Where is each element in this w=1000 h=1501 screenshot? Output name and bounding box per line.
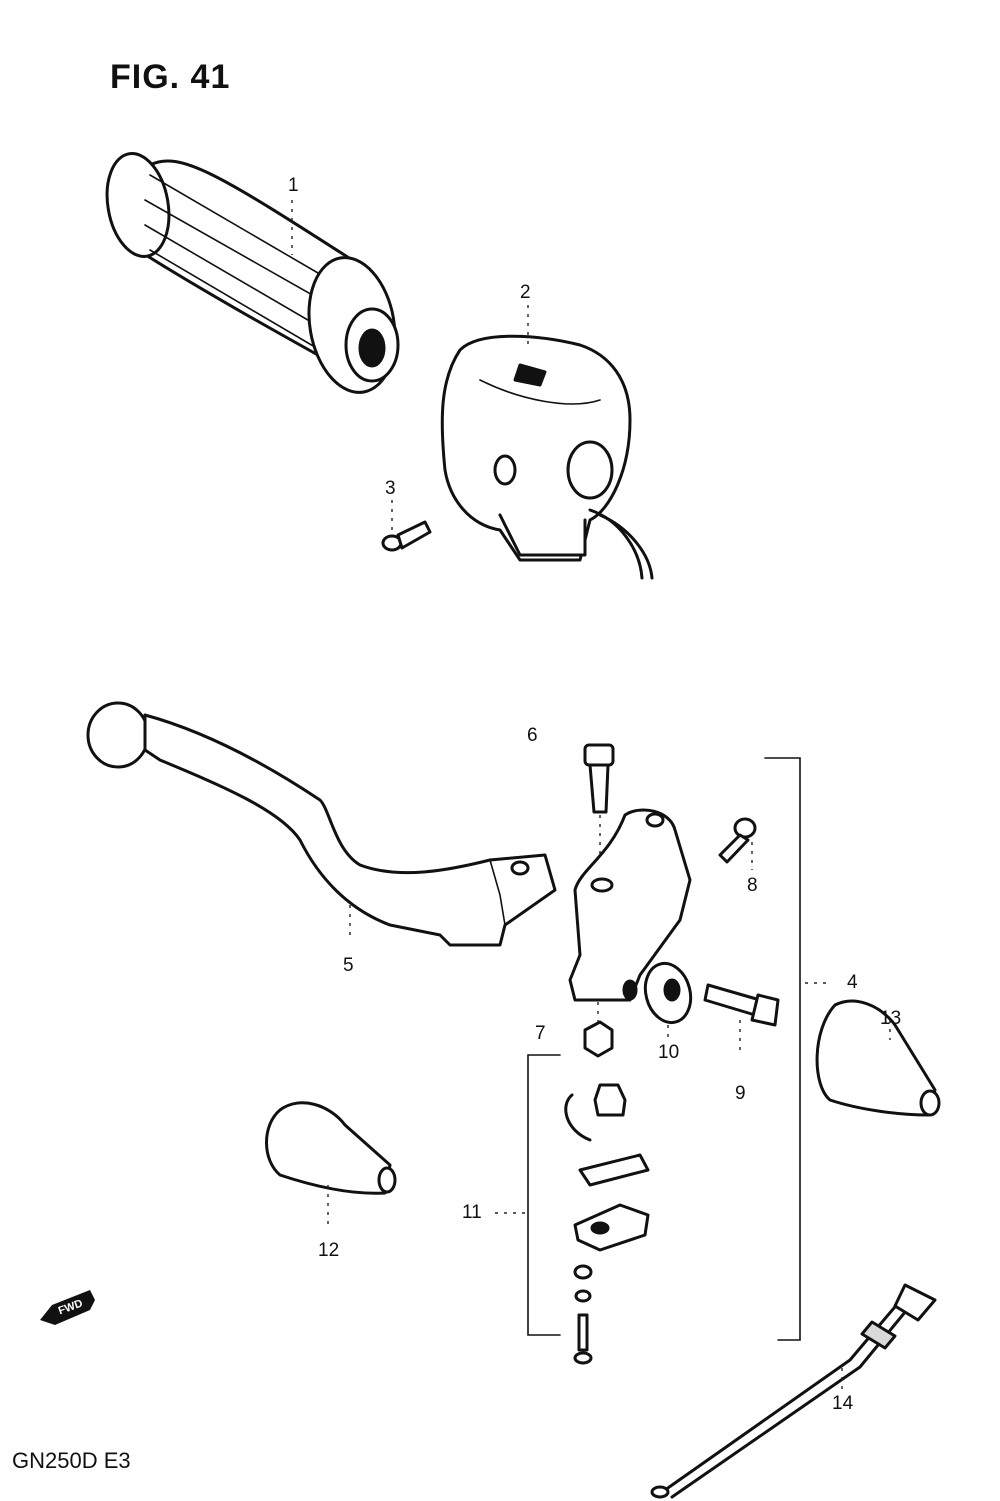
callout-2: 2: [520, 282, 531, 303]
callout-11: 11: [462, 1202, 482, 1223]
part-11-switch-assembly[interactable]: [495, 1054, 650, 1365]
part-6-pivot-bolt[interactable]: [583, 743, 615, 870]
part-14-cable[interactable]: [650, 1283, 937, 1499]
part-10-bushing[interactable]: [639, 958, 697, 1040]
callout-8: 8: [747, 875, 758, 896]
part-3-screw[interactable]: [381, 500, 432, 552]
callout-7: 7: [535, 1023, 546, 1044]
figure-title: FIG. 41: [110, 58, 231, 96]
part-2-switch-housing[interactable]: [440, 305, 654, 580]
part-5-lever[interactable]: [86, 701, 557, 947]
callout-1: 1: [288, 175, 299, 196]
callout-5: 5: [343, 955, 354, 976]
model-code: GN250D E3: [12, 1448, 131, 1473]
callout-3: 3: [385, 478, 396, 499]
callout-12: 12: [318, 1240, 340, 1261]
part-1-grip[interactable]: [99, 149, 405, 400]
part-13-cover[interactable]: [815, 999, 941, 1117]
fwd-arrow-icon: [40, 1290, 95, 1325]
callout-10: 10: [658, 1042, 680, 1063]
part-9-adjuster-bolt[interactable]: [703, 983, 780, 1055]
part-4-assembly-bracket: [764, 757, 830, 1341]
lever-holder[interactable]: [568, 808, 692, 1002]
part-12-cover[interactable]: [265, 1101, 397, 1230]
callout-6: 6: [527, 725, 538, 746]
part-8-screw[interactable]: [718, 817, 757, 870]
callout-4: 4: [847, 972, 858, 993]
callout-13: 13: [880, 1008, 902, 1029]
callout-9: 9: [735, 1083, 746, 1104]
part-7-nut[interactable]: [583, 1002, 614, 1058]
callout-14: 14: [832, 1393, 854, 1414]
